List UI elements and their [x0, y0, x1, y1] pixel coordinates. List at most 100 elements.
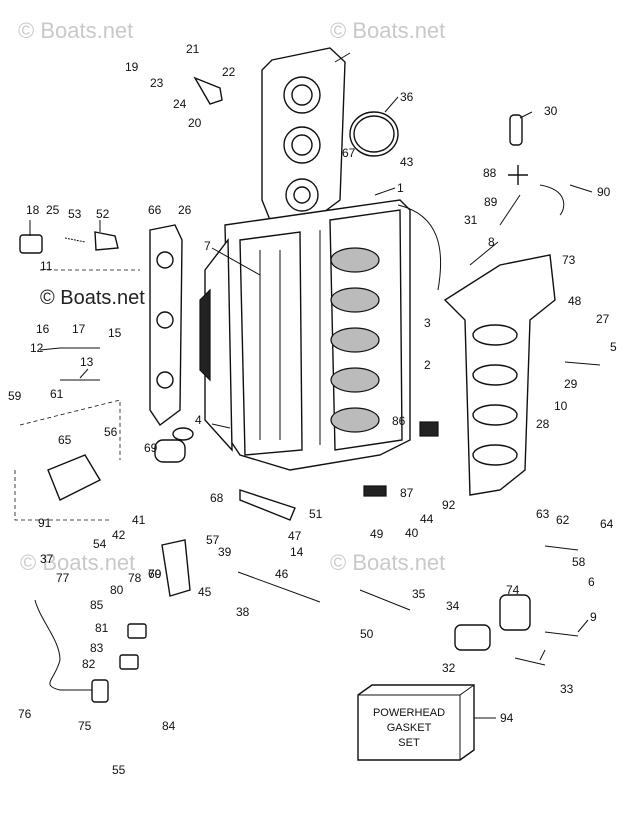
switch-20-drawing — [193, 76, 223, 105]
valve-52-drawing — [94, 231, 119, 251]
cover-plate-drawing — [149, 224, 183, 427]
part-label: 57 — [206, 533, 220, 547]
part-label: 82 — [82, 657, 96, 671]
part-label: 5 — [610, 340, 617, 354]
part-label: 7 — [204, 239, 211, 253]
part-label: 12 — [30, 341, 44, 355]
part-label: 14 — [290, 545, 304, 559]
part-label: 84 — [162, 719, 176, 733]
part-label: 62 — [556, 513, 570, 527]
part-label: 39 — [218, 545, 232, 559]
part-label: 53 — [68, 207, 82, 221]
lever-51-drawing — [239, 489, 296, 521]
part-label: 68 — [210, 491, 224, 505]
gasket-set-line3: SET — [398, 737, 420, 749]
hose-drawing — [397, 204, 442, 291]
part-label: 48 — [568, 294, 582, 308]
hose-91-drawing — [539, 184, 565, 216]
part-label: 43 — [400, 155, 414, 169]
part-label: 2 — [424, 358, 431, 372]
part-label: 65 — [58, 433, 72, 447]
part-label: 19 — [125, 60, 139, 74]
block-88-drawing — [363, 485, 387, 497]
block-87-drawing — [419, 421, 439, 437]
part-label: 54 — [93, 537, 107, 551]
part-label: 9 — [590, 610, 597, 624]
part-label: 3 — [424, 316, 431, 330]
part-label: 8 — [488, 235, 495, 249]
gasket-set-line1: POWERHEAD — [373, 707, 445, 719]
part-label: 75 — [78, 719, 92, 733]
part-label: 45 — [198, 585, 212, 599]
part-label: 78 — [128, 571, 142, 585]
sensor-32-drawing — [454, 624, 491, 651]
part-label: 85 — [90, 598, 104, 612]
thermostat-cover-drawing — [47, 454, 101, 501]
part-label: 28 — [536, 417, 550, 431]
bolt-6-drawing — [544, 545, 579, 551]
part-label: 27 — [596, 312, 610, 326]
part-label: 74 — [506, 583, 520, 597]
watermark-mid-left: © Boats.net — [40, 287, 145, 309]
part-label: 33 — [560, 682, 574, 696]
part-label: 81 — [95, 621, 109, 635]
part-label: 76 — [18, 707, 32, 721]
part-label: 42 — [112, 528, 126, 542]
part-label: 61 — [50, 387, 64, 401]
cap-74-drawing — [499, 594, 531, 631]
clip-83-drawing — [119, 654, 139, 670]
part-labels: 1 2 3 4 5 6 7 8 9 10 11 12 13 14 15 16 1… — [8, 42, 617, 777]
part-label: 25 — [46, 203, 60, 217]
part-label: 20 — [188, 116, 202, 130]
part-label: 11 — [40, 259, 53, 273]
head-gasket-drawing — [261, 47, 346, 221]
part-label: 26 — [178, 203, 192, 217]
part-label: 23 — [150, 76, 164, 90]
part-label: 86 — [392, 414, 406, 428]
part-label: 34 — [446, 599, 460, 613]
watermark-lower-mid: © Boats.net — [20, 550, 135, 575]
part-label: 87 — [400, 486, 414, 500]
part-label: 92 — [442, 498, 456, 512]
valve-18-drawing — [19, 234, 43, 254]
watermark-lower-right: © Boats.net — [330, 550, 445, 575]
bracket-45-drawing — [161, 539, 191, 597]
part-label: 58 — [572, 555, 586, 569]
part-label: 89 — [484, 195, 498, 209]
hose-90-drawing — [499, 194, 521, 226]
part-label: 24 — [173, 97, 187, 111]
part-label: 31 — [464, 213, 478, 227]
cylinder-block-drawing — [199, 199, 411, 471]
tee-fitting-drawing — [508, 165, 528, 185]
part-label: 73 — [562, 253, 576, 267]
part-label: 1 — [397, 181, 404, 195]
leader-lines — [29, 52, 593, 719]
fitting-drawing — [509, 114, 523, 146]
part-label: 13 — [80, 355, 94, 369]
part-label: 63 — [536, 507, 550, 521]
part-label: 38 — [236, 605, 250, 619]
washer-69-drawing — [172, 427, 194, 441]
part-label: 91 — [38, 516, 52, 530]
grommet-68-drawing — [154, 439, 186, 463]
watermark-top-right: © Boats.net — [330, 18, 445, 43]
shaft-50-drawing — [359, 589, 411, 611]
part-label: 10 — [554, 399, 568, 413]
part-label: 41 — [132, 513, 146, 527]
part-label: 88 — [483, 166, 497, 180]
part-label: 47 — [288, 529, 302, 543]
part-label: 17 — [72, 322, 86, 336]
part-label: 4 — [195, 413, 202, 427]
gasket-set-line2: GASKET — [387, 722, 432, 734]
part-label: 69 — [144, 441, 158, 455]
part-label: 44 — [420, 512, 434, 526]
part-label: 40 — [405, 526, 419, 540]
part-label: 18 — [26, 203, 40, 217]
part-label: 67 — [342, 146, 356, 160]
leader-dash — [14, 470, 110, 521]
part-label: 35 — [412, 587, 426, 601]
bolt-9-drawing — [544, 631, 579, 637]
part-label: 30 — [544, 104, 558, 118]
part-label: 64 — [600, 517, 614, 531]
